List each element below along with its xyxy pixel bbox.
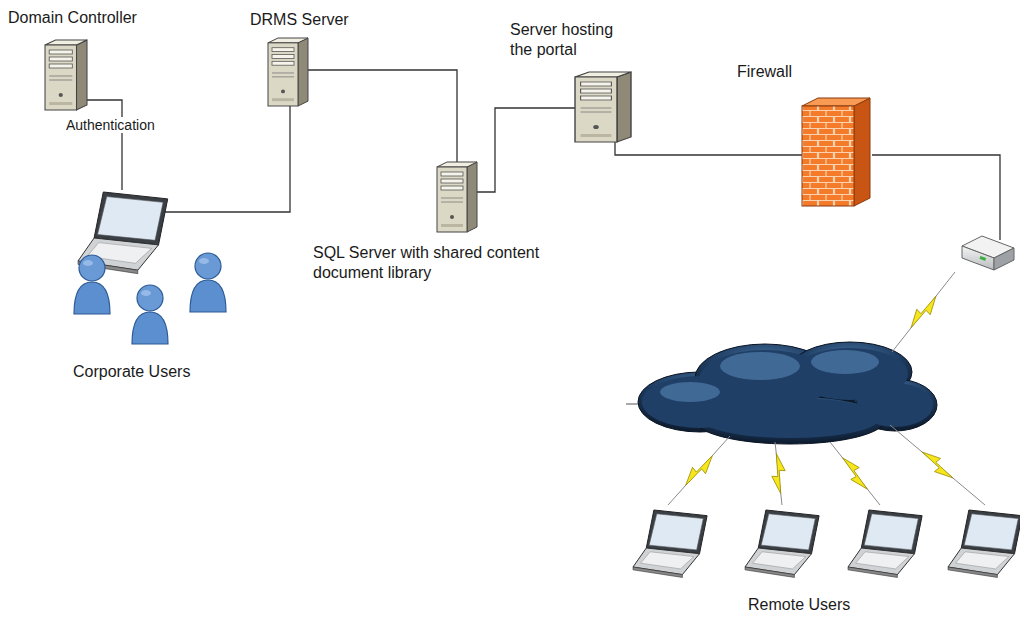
node-label: Remote Users (748, 595, 850, 615)
cloud (626, 342, 937, 444)
corporate-users: Corporate Users (50, 190, 165, 345)
drms-server: DRMS Server (268, 38, 308, 106)
firewall-icon (802, 98, 872, 206)
remote-users: Remote Users (630, 505, 1015, 580)
node-label: SQL Server with shared content document … (313, 243, 575, 283)
sql-server: SQL Server with shared content document … (437, 162, 477, 232)
wireless-links (668, 272, 985, 505)
connector (308, 70, 457, 162)
connector (477, 108, 575, 192)
node-label: Server hosting the portal (510, 20, 628, 60)
remote-users-icon (630, 505, 1015, 580)
router-icon (962, 236, 1014, 270)
node-label: Domain Controller (8, 8, 137, 28)
domain-controller-icon (45, 40, 87, 110)
node-label: DRMS Server (250, 10, 349, 30)
connector (87, 100, 122, 190)
connector (165, 106, 290, 212)
node-label: Firewall (737, 62, 792, 82)
wire (872, 155, 1000, 240)
sql-server-icon (437, 162, 477, 232)
connector (615, 142, 802, 155)
drms-server-icon (268, 38, 308, 106)
domain-controller: Domain Controller (45, 40, 87, 110)
edge-label: Authentication (64, 117, 157, 133)
corporate-users-icon (50, 190, 230, 345)
portal-server-icon (575, 72, 631, 142)
portal-server: Server hosting the portal (575, 72, 631, 142)
node-label: Corporate Users (73, 362, 190, 382)
firewall: Firewall (802, 98, 872, 206)
